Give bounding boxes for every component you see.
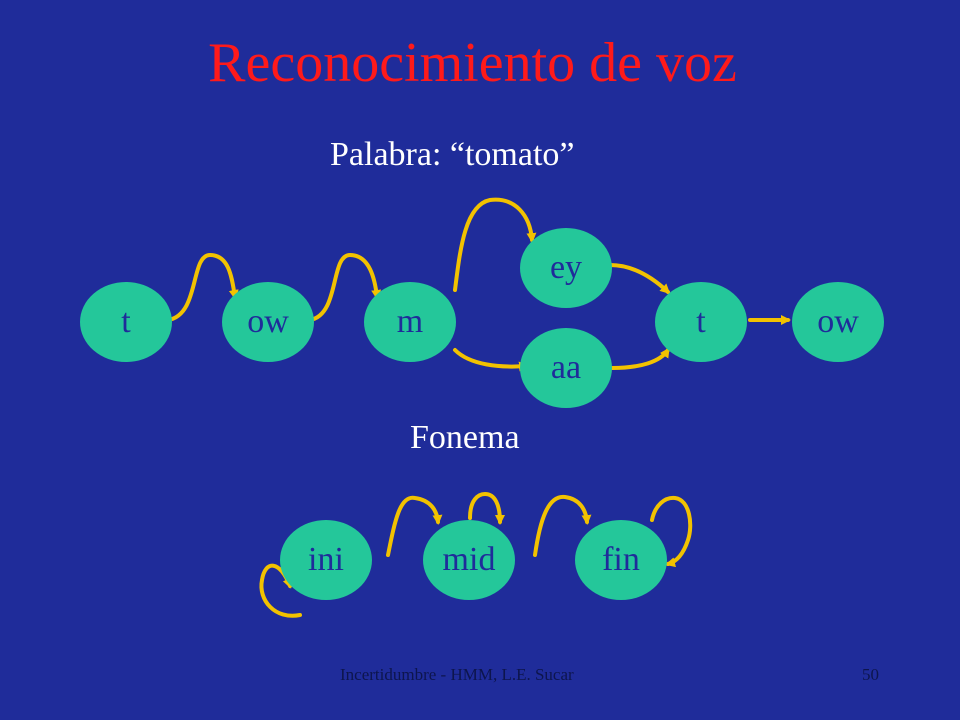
node-ini: ini: [280, 520, 372, 600]
arrow-m-aa: [453, 348, 529, 372]
node-fin: fin: [575, 520, 667, 600]
page-number: 50: [862, 665, 879, 684]
arrow-ey-t: [608, 263, 671, 295]
node-mid: mid: [423, 520, 515, 600]
node-ow-final: ow: [792, 282, 884, 362]
node-m: m: [364, 282, 456, 362]
word-label: Palabra: “tomato”: [330, 136, 575, 173]
arrow-mid-self-loop: [468, 491, 505, 525]
node-t-second: t: [655, 282, 747, 362]
arrow-fin-self-loop: [650, 495, 693, 568]
slide-title: Reconocimiento de voz: [208, 32, 737, 94]
arrow-m-ey: [453, 197, 537, 292]
arrow-mid-fin: [533, 494, 592, 557]
arrow-ini-self-loop: [259, 563, 302, 618]
node-ow-first: ow: [222, 282, 314, 362]
arrow-aa-t: [610, 347, 670, 370]
node-ey: ey: [520, 228, 612, 308]
footer-text: Incertidumbre - HMM, L.E. Sucar: [340, 665, 574, 684]
arrow-ini-mid: [386, 495, 443, 557]
node-t-start: t: [80, 282, 172, 362]
arrow-t-ow: [166, 252, 239, 322]
arrow-ow-m: [308, 252, 382, 322]
node-aa: aa: [520, 328, 612, 408]
phoneme-label: Fonema: [410, 419, 520, 456]
